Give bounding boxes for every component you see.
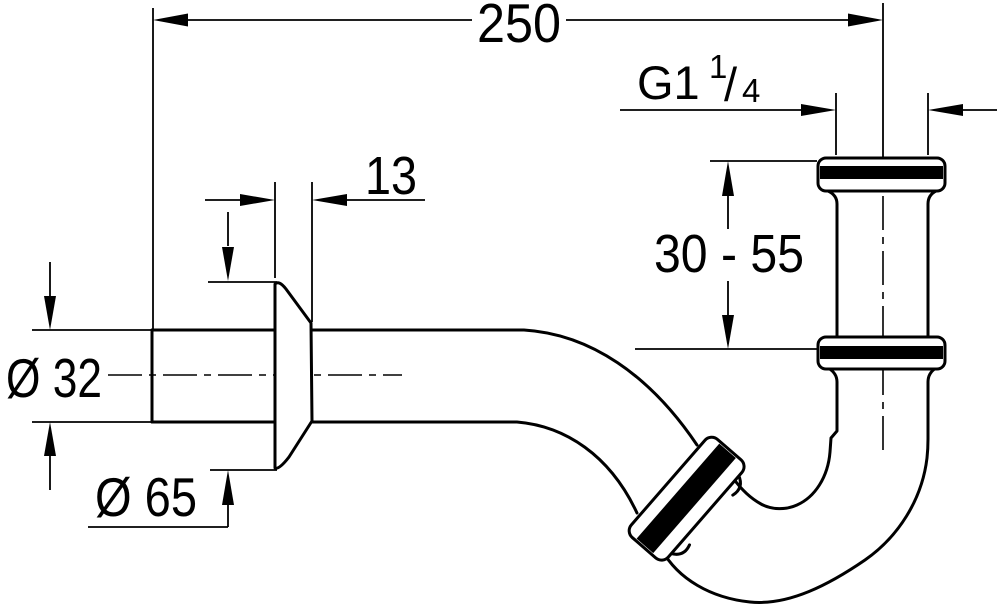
arrowhead-left-icon xyxy=(240,194,275,206)
u-bend-outer-edge xyxy=(660,366,938,604)
union-nut-diagonal xyxy=(627,435,746,562)
dimension-text-flange-offset: 13 xyxy=(365,146,417,206)
dimension-text-adjustment-range: 30 - 55 xyxy=(654,224,804,284)
dimension-adjustment-range: 30 - 55 xyxy=(635,160,817,350)
wall-flange xyxy=(273,281,314,470)
trap-body xyxy=(150,156,947,604)
arrowhead-up-icon xyxy=(222,470,234,505)
arrowhead-right-icon xyxy=(848,13,883,27)
arrowhead-right-icon xyxy=(312,194,347,206)
arrowhead-down-icon xyxy=(44,296,56,330)
u-bend-inner-edge xyxy=(731,366,839,511)
dimension-text-thread-g: G1 xyxy=(637,56,700,109)
union-nut-diagonal-band xyxy=(636,443,736,554)
arrowhead-left-icon xyxy=(801,104,836,116)
dimension-text-thread-denominator: 4 xyxy=(742,72,760,109)
dimension-text-thread-numerator: 1 xyxy=(709,48,727,85)
arrowhead-down-icon xyxy=(722,315,734,349)
union-nut-lower-band xyxy=(820,346,943,359)
union-nut-upper xyxy=(816,156,947,193)
arrowhead-down-icon xyxy=(222,247,234,281)
dimension-text-overall-width: 250 xyxy=(477,0,561,54)
dimension-flange-offset: 13 xyxy=(205,146,425,322)
arrowhead-right-icon xyxy=(928,104,963,116)
dimension-text-thread-slash: / xyxy=(724,58,738,111)
arrowhead-up-icon xyxy=(44,422,56,456)
tube-right-edge xyxy=(926,189,938,339)
pipe-top-edge xyxy=(150,328,699,447)
dimension-text-inlet-diameter: Ø 32 xyxy=(6,347,102,409)
dimension-thread-size: G1 1 / 4 xyxy=(620,48,997,155)
union-nut-lower xyxy=(816,335,947,371)
union-nut-upper-band xyxy=(820,166,943,179)
leader-line xyxy=(88,503,229,528)
arrowhead-left-icon xyxy=(153,13,188,27)
tube-left-edge xyxy=(826,189,839,339)
dimension-overall-width: 250 xyxy=(152,0,884,330)
dimension-flange-diameter: Ø 65 xyxy=(88,212,277,528)
pipe-bottom-edge xyxy=(150,420,639,515)
dimension-text-flange-diameter: Ø 65 xyxy=(95,466,197,528)
dimension-inlet-diameter: Ø 32 xyxy=(6,262,152,490)
arrowhead-up-icon xyxy=(722,161,734,196)
